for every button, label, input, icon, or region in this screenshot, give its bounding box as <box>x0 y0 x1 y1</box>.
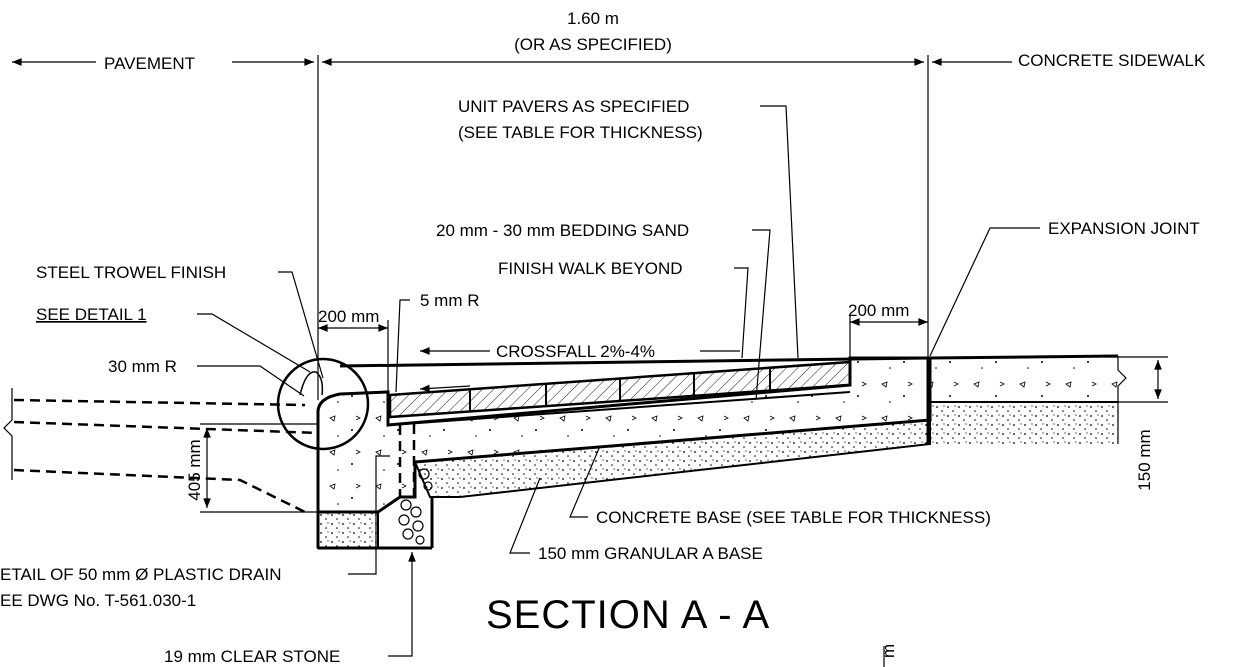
finish-walk-label: FINISH WALK BEYOND <box>498 259 683 278</box>
concrete-base-label: CONCRETE BASE (SEE TABLE FOR THICKNESS) <box>596 508 991 527</box>
dim-200-right-label: 200 mm <box>848 301 909 320</box>
top-dimension-label: 1.60 m <box>567 9 619 28</box>
steel-trowel-label: STEEL TROWEL FINISH <box>36 263 226 282</box>
drain-dwg-label: EE DWG No. T-561.030-1 <box>0 591 196 610</box>
top-dimension <box>11 55 1012 400</box>
section-title: SECTION A - A <box>486 593 770 637</box>
dim-405-label: 405 mm <box>185 439 204 500</box>
see-detail-label: SEE DETAIL 1 <box>36 305 147 324</box>
dim-200-left-label: 200 mm <box>318 307 379 326</box>
granular-base-label: 150 mm GRANULAR A BASE <box>538 544 763 563</box>
detail-1-circle <box>276 357 370 451</box>
bedding-sand-label: 20 mm - 30 mm BEDDING SAND <box>436 221 689 240</box>
clear-stone-label: 19 mm CLEAR STONE <box>164 647 340 666</box>
pavement-dashed-lines <box>3 388 319 514</box>
pavement-label: PAVEMENT <box>104 54 195 73</box>
crossfall-label: CROSSFALL 2%-4% <box>496 342 655 361</box>
local-dimensions <box>200 316 929 513</box>
dim-30mm-r-label: 30 mm R <box>108 357 177 376</box>
drain-label: ETAIL OF 50 mm Ø PLASTIC DRAIN <box>0 565 282 584</box>
dim-150-label: 150 mm <box>1135 429 1154 490</box>
unit-pavers-note: (SEE TABLE FOR THICKNESS) <box>458 123 703 142</box>
sidewalk-label: CONCRETE SIDEWALK <box>1018 51 1206 70</box>
stray-mark: m <box>879 644 898 658</box>
unit-pavers <box>388 360 852 426</box>
unit-pavers-label: UNIT PAVERS AS SPECIFIED <box>458 97 689 116</box>
surface-lines <box>316 354 1168 550</box>
top-dimension-note: (OR AS SPECIFIED) <box>514 35 672 54</box>
dim-5mm-r-label: 5 mm R <box>420 291 480 310</box>
expansion-joint-label: EXPANSION JOINT <box>1048 219 1200 238</box>
text-labels: 1.60 m (OR AS SPECIFIED) PAVEMENT CONCRE… <box>0 9 1206 667</box>
plastic-drain <box>398 424 433 545</box>
leader-lines <box>197 105 1040 657</box>
